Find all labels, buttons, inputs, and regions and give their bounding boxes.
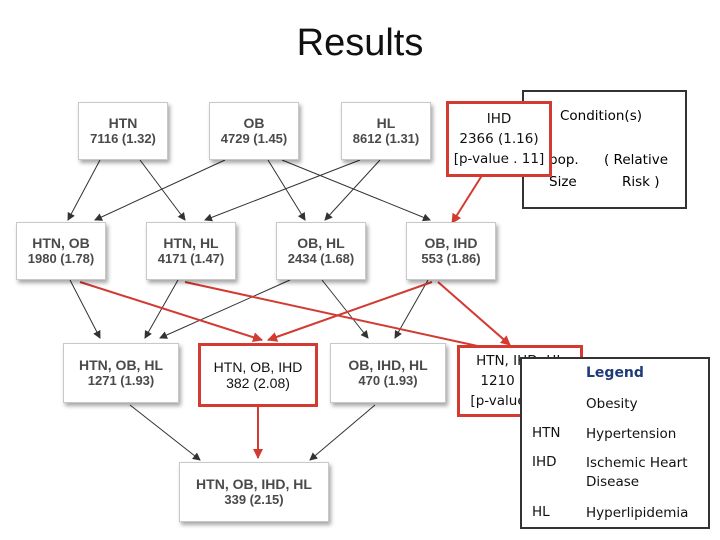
- edge-red-ob-ihd-to-htn-ihd-hl: [437, 281, 511, 346]
- node-ob-ihd-hl: OB, IHD, HL 470 (1.93): [330, 343, 446, 403]
- edge-htn-to-htn-hl: [139, 159, 186, 221]
- edge-red-htn-hl-to-htn-ihd-hl: [184, 281, 506, 355]
- edge-hl-to-htn-hl: [204, 159, 361, 222]
- note-pvalue: [p-value . 11]: [453, 151, 545, 167]
- legend-abbr: HTN: [532, 425, 561, 441]
- edge-ob-ihd-hl-to-all: [309, 404, 376, 461]
- node-stat: 4171 (1.47): [157, 251, 225, 266]
- node-ob-ihd: OB, IHD 553 (1.86): [406, 222, 496, 280]
- callout-relative: ( Relative: [604, 152, 668, 168]
- node-label: HTN, HL: [163, 235, 219, 251]
- node-label: OB, HL: [297, 235, 345, 251]
- note-stat: 2366 (1.16): [459, 131, 539, 147]
- node-stat: 8612 (1.31): [352, 131, 420, 146]
- legend-full: Obesity: [586, 396, 638, 412]
- legend-abbr: HL: [532, 504, 550, 520]
- note-label: IHD: [486, 111, 512, 127]
- node-hl: HL 8612 (1.31): [341, 102, 431, 160]
- edge-ob-to-htn-ob: [94, 159, 226, 221]
- node-htn-hl: HTN, HL 4171 (1.47): [146, 222, 236, 280]
- node-stat: 1980 (1.78): [27, 251, 95, 266]
- legend-title: Legend: [586, 365, 644, 381]
- edge-red-ob-ihd-to-htn-ob-ihd: [267, 281, 433, 342]
- edge-ob-hl-to-htn-ob-hl: [159, 279, 291, 339]
- node-ob-hl: OB, HL 2434 (1.68): [276, 222, 366, 280]
- node-stat: 470 (1.93): [358, 373, 418, 388]
- node-label: HTN, OB, IHD, HL: [196, 476, 312, 492]
- node-label: OB, IHD: [424, 235, 478, 251]
- node-stat: 2434 (1.68): [287, 251, 355, 266]
- node-stat: 4729 (1.45): [220, 131, 288, 146]
- note-ihd: IHD 2366 (1.16) [p-value . 11]: [446, 101, 552, 177]
- node-label: HL: [376, 115, 396, 131]
- edge-htn-ob-hl-to-all: [129, 404, 201, 461]
- node-label: OB: [243, 115, 265, 131]
- legend-full: Ischemic Heart Disease: [586, 455, 688, 490]
- node-htn-ob-hl: HTN, OB, HL 1271 (1.93): [63, 343, 179, 403]
- node-ob: OB 4729 (1.45): [209, 102, 299, 160]
- legend: Legend OB Obesity HTN Hypertension IHD I…: [520, 357, 710, 529]
- node-stat: 553 (1.86): [421, 251, 481, 266]
- node-label: HTN, OB: [32, 235, 90, 251]
- legend-full: Hypertension: [586, 426, 677, 442]
- edge-htn-to-htn-ob: [67, 159, 101, 221]
- node-stat: 7116 (1.32): [90, 131, 156, 146]
- page-title: Results: [296, 22, 424, 64]
- edge-red-htn-ob-to-htn-ob-ihd: [79, 281, 263, 343]
- node-stat: 382 (2.08): [226, 375, 290, 391]
- node-label: HTN, OB, HL: [79, 357, 163, 373]
- edge-htn-ob-to-htn-ob-hl: [69, 279, 101, 339]
- edge-ob-to-ob-hl: [267, 159, 306, 221]
- callout-subpop: pop.: [549, 152, 579, 168]
- node-stat: 339 (2.15): [224, 492, 284, 507]
- callout-condition: Condition(s): [560, 108, 642, 124]
- edge-ob-hl-to-ob-ihd-hl: [321, 279, 369, 339]
- node-label: HTN, OB, IHD: [213, 359, 303, 375]
- edge-ob-to-ob-ihd: [281, 159, 431, 222]
- node-htn-ob-ihd: HTN, OB, IHD 382 (2.08): [198, 343, 318, 407]
- edge-hl-to-ob-hl: [324, 159, 381, 221]
- node-stat: 1271 (1.93): [87, 373, 155, 388]
- legend-abbr: IHD: [532, 454, 557, 470]
- callout-size: Size: [549, 174, 577, 190]
- legend-full: Hyperlipidemia: [586, 505, 689, 521]
- node-label: HTN: [108, 115, 138, 131]
- callout-risk: Risk ): [622, 174, 660, 190]
- node-htn-ob: HTN, OB 1980 (1.78): [16, 222, 106, 280]
- node-label: OB, IHD, HL: [348, 357, 428, 373]
- node-htn: HTN 7116 (1.32): [78, 102, 168, 160]
- node-htn-ob-ihd-hl: HTN, OB, IHD, HL 339 (2.15): [179, 462, 329, 522]
